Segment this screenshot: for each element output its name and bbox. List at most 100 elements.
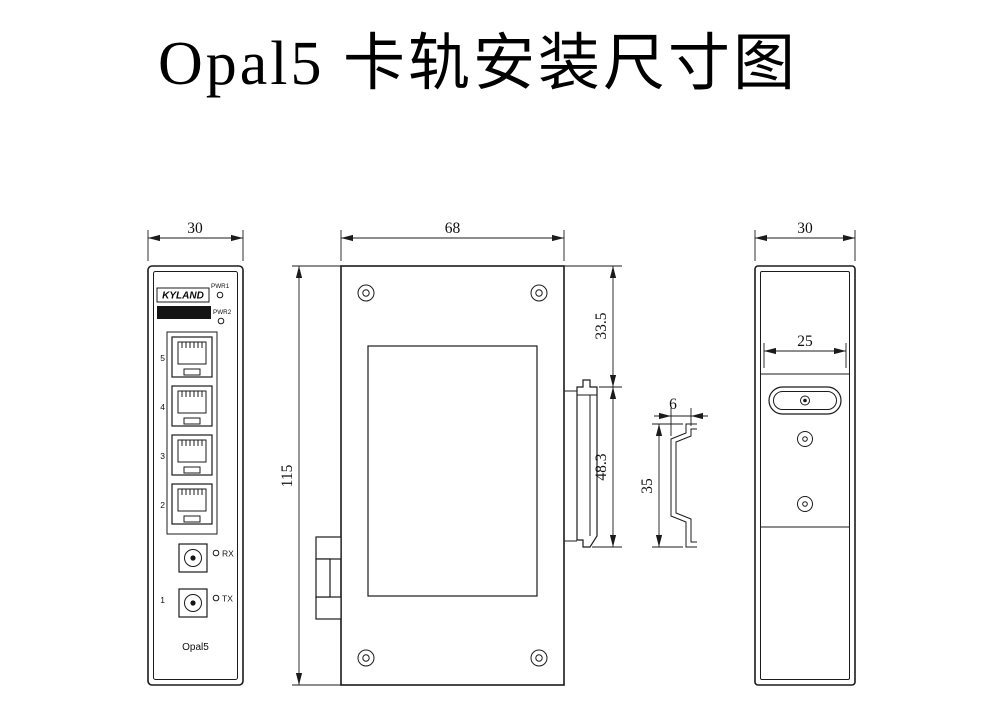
screw-washer bbox=[357, 284, 375, 302]
corner-screw-bottom-left bbox=[357, 649, 375, 667]
clip-span-value: 48.3 bbox=[593, 453, 610, 480]
slot-screw-center bbox=[803, 398, 807, 403]
tx-led-indicator bbox=[212, 594, 220, 602]
rj45-opening bbox=[177, 439, 207, 463]
rj45-opening bbox=[177, 390, 207, 414]
rj45-body bbox=[171, 336, 213, 378]
led-pwr1-indicator bbox=[216, 291, 224, 299]
front-width-dimension: 30 bbox=[147, 220, 244, 261]
model-label: Opal5 bbox=[182, 642, 209, 653]
screw-hole bbox=[535, 289, 543, 297]
fiber-port-number: 1 bbox=[160, 595, 165, 605]
din-clip bbox=[564, 379, 598, 548]
brand-logo: KYLAND bbox=[156, 287, 210, 303]
rail-outer-profile bbox=[670, 423, 697, 548]
side-width-dimension: 68 bbox=[340, 220, 565, 261]
rj45-body bbox=[171, 434, 213, 476]
side-width-value: 68 bbox=[445, 220, 461, 237]
rj45-latch bbox=[183, 417, 201, 425]
screw-hole-upper bbox=[797, 431, 813, 447]
fiber-ferrule bbox=[184, 549, 202, 567]
left-clip-tabs bbox=[315, 536, 342, 620]
rail-height-dimension: 35 bbox=[639, 423, 683, 548]
led-pwr1: PWR1 bbox=[211, 283, 230, 299]
port-number: 4 bbox=[160, 402, 165, 412]
back-width-value: 30 bbox=[797, 220, 813, 237]
back-device-outline bbox=[754, 265, 856, 686]
led-pwr2-indicator bbox=[217, 317, 225, 325]
rj45-latch bbox=[183, 368, 201, 376]
screw-hole bbox=[362, 289, 370, 297]
plate-width-dimension: 25 bbox=[763, 333, 847, 368]
page-title: Opal5 卡轨安装尺寸图 bbox=[158, 30, 798, 98]
port-number: 5 bbox=[160, 353, 165, 363]
slot-inner bbox=[773, 391, 837, 410]
rj45-pins bbox=[181, 391, 203, 397]
side-view: 68 115 bbox=[279, 220, 622, 686]
rj45-body bbox=[171, 483, 213, 525]
screw-hole-lower bbox=[797, 496, 813, 512]
port-block-outline bbox=[166, 331, 218, 535]
hole-outer bbox=[797, 431, 813, 447]
rj45-opening bbox=[177, 341, 207, 365]
rj45-opening bbox=[177, 488, 207, 512]
front-view: 30 KYLAND PWR1 PWR2 5 bbox=[147, 220, 244, 686]
plate-width-value: 25 bbox=[797, 333, 813, 350]
rj45-pins bbox=[181, 440, 203, 446]
fiber-rx-connector: RX bbox=[178, 543, 234, 573]
rj45-port-5: 5 bbox=[160, 336, 213, 378]
screw-washer bbox=[530, 649, 548, 667]
rail-depth-dimension: 6 bbox=[654, 396, 708, 436]
rail-depth-value: 6 bbox=[669, 396, 677, 413]
rj45-port-3: 3 bbox=[160, 434, 213, 476]
side-height-dimension: 115 bbox=[279, 265, 341, 686]
led-pwr2-label: PWR2 bbox=[213, 309, 232, 316]
fiber-ferrule bbox=[184, 594, 202, 612]
brand-logo-box bbox=[156, 287, 210, 303]
top-offset-dimension: 33.5 bbox=[564, 265, 622, 388]
rail-inner-profile bbox=[675, 428, 697, 543]
mounting-slot bbox=[768, 386, 842, 415]
rj45-port-4: 4 bbox=[160, 385, 213, 427]
side-height-value: 115 bbox=[279, 464, 296, 487]
rx-label: RX bbox=[222, 549, 234, 559]
port-number: 3 bbox=[160, 451, 165, 461]
fiber-tx-connector: TX 1 bbox=[160, 588, 233, 618]
fiber-core bbox=[190, 600, 196, 606]
top-offset-value: 33.5 bbox=[593, 312, 610, 339]
rx-led-indicator bbox=[212, 549, 220, 557]
front-device-inner-border bbox=[153, 271, 238, 680]
led-pwr2: PWR2 bbox=[213, 309, 232, 325]
fiber-core bbox=[190, 555, 196, 561]
hole-inner bbox=[802, 501, 808, 507]
corner-screw-top-left bbox=[357, 284, 375, 302]
screw-hole bbox=[535, 654, 543, 662]
front-width-value: 30 bbox=[187, 220, 203, 237]
rj45-latch bbox=[183, 466, 201, 474]
rj45-body bbox=[171, 385, 213, 427]
clip-tab-lower bbox=[315, 596, 342, 620]
rail-height-value: 35 bbox=[639, 478, 656, 494]
rj45-pins bbox=[181, 342, 203, 348]
hole-inner bbox=[802, 436, 808, 442]
rail-cross-section: 6 35 bbox=[639, 396, 708, 548]
rj45-pins bbox=[181, 489, 203, 495]
brand-logo-text: KYLAND bbox=[162, 291, 204, 302]
screw-washer bbox=[530, 284, 548, 302]
rj45-port-2: 2 bbox=[160, 483, 213, 525]
side-center-panel bbox=[367, 345, 538, 597]
led-pwr1-label: PWR1 bbox=[211, 283, 230, 290]
tx-label: TX bbox=[222, 594, 233, 604]
screw-washer bbox=[357, 649, 375, 667]
slot-screw bbox=[800, 395, 810, 406]
rj45-latch bbox=[183, 515, 201, 523]
back-width-dimension: 30 bbox=[754, 220, 856, 261]
clip-tab-upper bbox=[315, 536, 342, 560]
clip-tab-bridge bbox=[315, 558, 331, 598]
screw-hole bbox=[362, 654, 370, 662]
corner-screw-top-right bbox=[530, 284, 548, 302]
hole-outer bbox=[797, 496, 813, 512]
port-number: 2 bbox=[160, 500, 165, 510]
